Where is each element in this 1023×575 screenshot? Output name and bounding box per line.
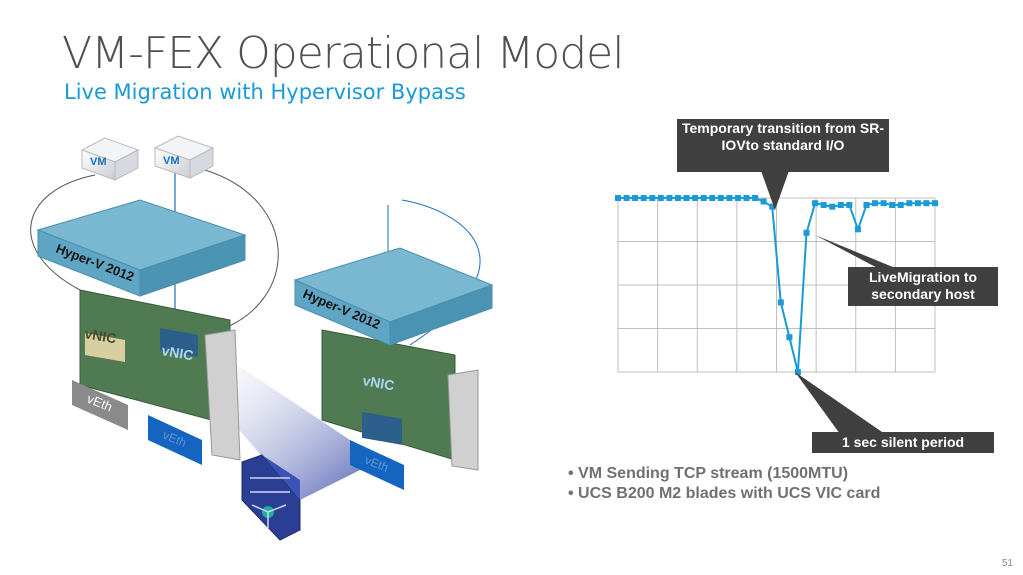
data-point <box>666 195 673 201</box>
transition-callout: Temporary transition from SR- IOVto stan… <box>677 119 889 172</box>
data-point <box>692 195 699 201</box>
transition-pointer <box>760 168 790 210</box>
left-vnic-1-label: vNIC <box>83 325 117 346</box>
migration-pointer <box>815 235 905 272</box>
data-point <box>752 195 759 201</box>
data-point <box>769 203 776 210</box>
data-point <box>717 195 724 201</box>
right-nic-board: vNIC <box>321 329 479 471</box>
right-hypervisor: Hyper-V 2012 <box>293 247 494 346</box>
silent-pointer <box>795 372 885 434</box>
data-point <box>726 195 733 201</box>
data-point <box>632 195 639 201</box>
data-point <box>623 195 630 201</box>
vm-1-label: VM <box>90 156 107 168</box>
data-point <box>829 203 836 210</box>
data-point <box>897 202 904 208</box>
live-migration-callout: LiveMigration to secondary host <box>848 267 998 306</box>
left-connector <box>30 174 96 291</box>
data-point <box>615 195 621 201</box>
data-point <box>889 202 896 208</box>
data-point <box>743 195 750 201</box>
data-point <box>734 195 741 201</box>
data-point <box>812 200 819 207</box>
data-point <box>872 200 878 207</box>
migration-beam <box>200 360 380 500</box>
vm-2-label: VM <box>163 155 180 167</box>
data-point <box>700 195 707 201</box>
left-veth-blue: vEth <box>148 415 202 465</box>
data-point <box>820 202 827 208</box>
silent-period-callout: 1 sec silent period <box>812 432 994 453</box>
bullet-item: • VM Sending TCP stream (1500MTU) <box>568 465 849 482</box>
data-point <box>709 195 716 201</box>
fabric-switch-icon <box>241 454 301 541</box>
data-point <box>837 202 844 208</box>
throughput-chart <box>615 195 938 375</box>
chart-grid <box>617 197 936 373</box>
page-number: 51 <box>1001 558 1013 569</box>
left-veth-gray: vEth <box>72 380 128 430</box>
data-point <box>846 202 853 208</box>
vm-cube-1: VM <box>80 137 140 181</box>
left-hypervisor: Hyper-V 2012 <box>36 199 247 297</box>
data-point <box>777 299 784 306</box>
page-title: VM-FEX Operational Model <box>62 28 624 79</box>
page-subtitle: Live Migration with Hypervisor Bypass <box>64 80 466 104</box>
vm-cube-2: VM <box>153 135 215 179</box>
data-point <box>649 195 656 201</box>
data-point <box>854 226 861 233</box>
data-point <box>794 369 801 375</box>
left-nic-board: vNIC vNIC <box>79 289 241 461</box>
data-point <box>786 334 793 341</box>
right-vnic-label: vNIC <box>361 372 395 393</box>
data-point <box>880 200 887 207</box>
data-point <box>683 195 690 201</box>
right-veth-blue: vEth <box>350 440 404 490</box>
data-point <box>863 202 870 208</box>
data-point <box>803 229 810 236</box>
data-point <box>640 195 647 201</box>
bullet-list: • VM Sending TCP stream (1500MTU) • UCS … <box>568 464 880 504</box>
data-point <box>914 200 921 207</box>
data-point <box>932 200 938 207</box>
data-point <box>923 200 930 207</box>
data-point <box>760 198 767 205</box>
right-connector <box>204 169 279 331</box>
chart-points <box>615 195 938 375</box>
data-point <box>657 195 664 201</box>
data-point <box>675 195 681 201</box>
left-vnic-2-label: vNIC <box>160 342 194 363</box>
bullet-item: • UCS B200 M2 blades with UCS VIC card <box>568 485 881 502</box>
data-point <box>906 200 913 207</box>
